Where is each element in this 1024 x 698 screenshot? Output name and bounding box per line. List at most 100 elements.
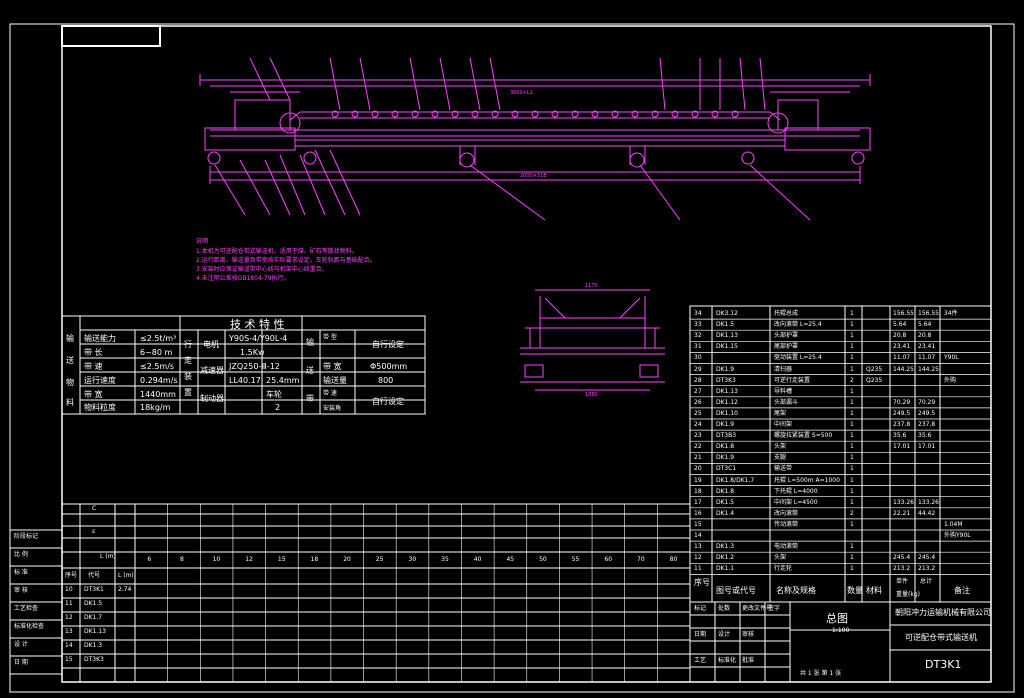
bom-cell: 1 <box>850 343 854 351</box>
bom-cell: 1 <box>850 310 854 317</box>
bom-cell: 70.29 <box>918 398 936 406</box>
bom-cell: 13 <box>694 543 702 551</box>
bom-cell: 245.4 <box>918 554 936 562</box>
spec-length-label: 40 <box>473 556 482 563</box>
signoff-cell: 日期 <box>694 631 707 638</box>
bom-cell: DK1.13 <box>716 387 738 395</box>
bom-cell: 改向滚筒 L=25.4 <box>774 321 822 329</box>
spec-series-cell: DT3K1 <box>84 586 104 593</box>
bom-cell: 23.41 <box>893 343 911 351</box>
bom-table-grid <box>689 305 992 603</box>
bom-cell: 头架 <box>774 443 787 451</box>
spec-left-label: 比 例 <box>14 551 28 558</box>
bom-cell: DK1.2 <box>716 554 735 562</box>
bom-cell: 尾部护罩 <box>774 343 799 351</box>
spec-length-label: 25 <box>375 556 384 563</box>
bom-cell: 18 <box>694 487 702 495</box>
bom-cell: 133.26 <box>893 498 914 506</box>
title-cn: 总图 <box>826 612 848 625</box>
spec-row-label: C <box>92 505 97 512</box>
tech-mid-group-char: 走 <box>184 356 192 365</box>
bom-cell: Y90L <box>944 354 959 362</box>
bom-cell: 20.8 <box>893 332 907 340</box>
bom-header-name: 名称及规格 <box>776 586 816 595</box>
spec-length-label: 12 <box>245 556 253 563</box>
bom-cell: 中间架 L=4500 <box>774 498 818 506</box>
bom-cell: 驱动装置 L=25.4 <box>774 354 822 362</box>
tech-left-label: 物料粒度 <box>84 403 116 412</box>
bom-header-material: 材料 <box>866 586 882 595</box>
spec-length-label: 15 <box>277 556 286 563</box>
bom-cell: 1 <box>850 398 854 406</box>
bom-cell: 头架 <box>774 554 787 562</box>
tech-mid-value: 1.5Kw <box>240 348 265 357</box>
tech-left-value: 6~80 m <box>140 348 173 357</box>
bom-cell: 22 <box>694 443 702 451</box>
bom-cell: DK1.12 <box>716 398 738 406</box>
bom-cell: 17.01 <box>918 443 936 451</box>
bom-cell: DT3B3 <box>716 432 737 440</box>
bom-cell: 30 <box>694 354 702 362</box>
spec-left-label: 标 准 <box>14 569 28 576</box>
sheet-info: 共 1 张 第 1 张 <box>800 670 842 677</box>
spec-series-cell: DT3K3 <box>84 656 104 663</box>
spec-length-label: 20 <box>343 556 351 563</box>
bom-cell: 133.26 <box>918 498 939 506</box>
bom-cell: 144.25 <box>918 365 939 373</box>
spec-series-cell: DK1.13 <box>84 628 106 635</box>
bom-cell: 35.6 <box>918 432 932 440</box>
bom-cell: 23 <box>694 432 702 440</box>
notes-line: 2.运行距离、输送量及带宽按实际要求设定，车轮轨距与基础配合。 <box>196 257 376 264</box>
bom-cell: DK1.1 <box>716 565 735 573</box>
tech-left-value: 0.294m/s <box>140 376 178 385</box>
spec-left-label: 阶段标记 <box>14 533 39 540</box>
bom-cell: 44.42 <box>918 509 936 517</box>
bom-cell: 5.64 <box>918 321 932 329</box>
signoff-cell: 批准 <box>742 657 755 664</box>
bom-cell: 213.2 <box>918 565 936 573</box>
bom-cell: 1 <box>850 565 854 573</box>
spec-length-label: 35 <box>441 556 449 563</box>
bom-cell: 1 <box>850 332 854 340</box>
bom-cell: 22.21 <box>893 509 911 517</box>
spec-length-label: 10 <box>212 556 221 563</box>
title-block-grid <box>689 601 992 683</box>
bom-cell: DK1.5 <box>716 498 735 506</box>
bom-cell: 外购Y90L <box>944 532 971 539</box>
bom-cell: 1 <box>850 365 854 373</box>
bom-cell: Q235 <box>866 376 883 384</box>
bom-cell: 17.01 <box>893 443 911 451</box>
tech-left-label: 运行速度 <box>84 376 116 385</box>
bom-cell: 34 <box>694 310 702 317</box>
bom-cell: 1 <box>850 354 854 362</box>
bom-cell: 19 <box>694 476 702 484</box>
tech-mid-label: 制动器 <box>200 394 224 403</box>
bom-cell: 1 <box>850 421 854 428</box>
tech-group-char-4: 料 <box>66 398 74 407</box>
bom-cell: 传动滚筒 <box>774 520 799 528</box>
company-name: 朝阳冲力运输机械有限公司 <box>895 608 991 617</box>
tech-mid-group-char: 装 <box>184 372 192 381</box>
bom-cell: 1 <box>850 543 854 551</box>
bom-cell: 外购 <box>944 376 957 384</box>
tech-left-label: 输送能力 <box>84 334 116 343</box>
dim-top: 3000×L1 <box>510 90 533 96</box>
tech-mid-group-char: 行 <box>184 340 192 349</box>
spec-left-label: 标准化检查 <box>14 623 45 630</box>
signoff-cell: 标记 <box>694 605 707 612</box>
bom-cell: 2 <box>850 509 854 517</box>
spec-series-cell: 14 <box>65 642 73 649</box>
idlers <box>331 110 739 118</box>
notes-title: 说明 <box>196 238 209 245</box>
spec-series-header: 代号 <box>88 572 101 579</box>
tech-left-value: ≤2.5t/m³ <box>140 334 177 343</box>
tech-left-value: 18kg/m <box>140 403 171 412</box>
tech-left-label: 带 宽 <box>84 390 103 399</box>
spec-series-cell: 10 <box>65 586 73 593</box>
bom-cell: 托辊总成 <box>774 310 799 317</box>
bom-cell: DK1.8 <box>716 487 735 495</box>
spec-series-header: L (m) <box>118 572 134 579</box>
tech-right-value: 自行设定 <box>372 340 404 349</box>
tech-mid-label: 减速器 <box>200 366 224 375</box>
drawing-code: DT3K1 <box>925 658 962 671</box>
